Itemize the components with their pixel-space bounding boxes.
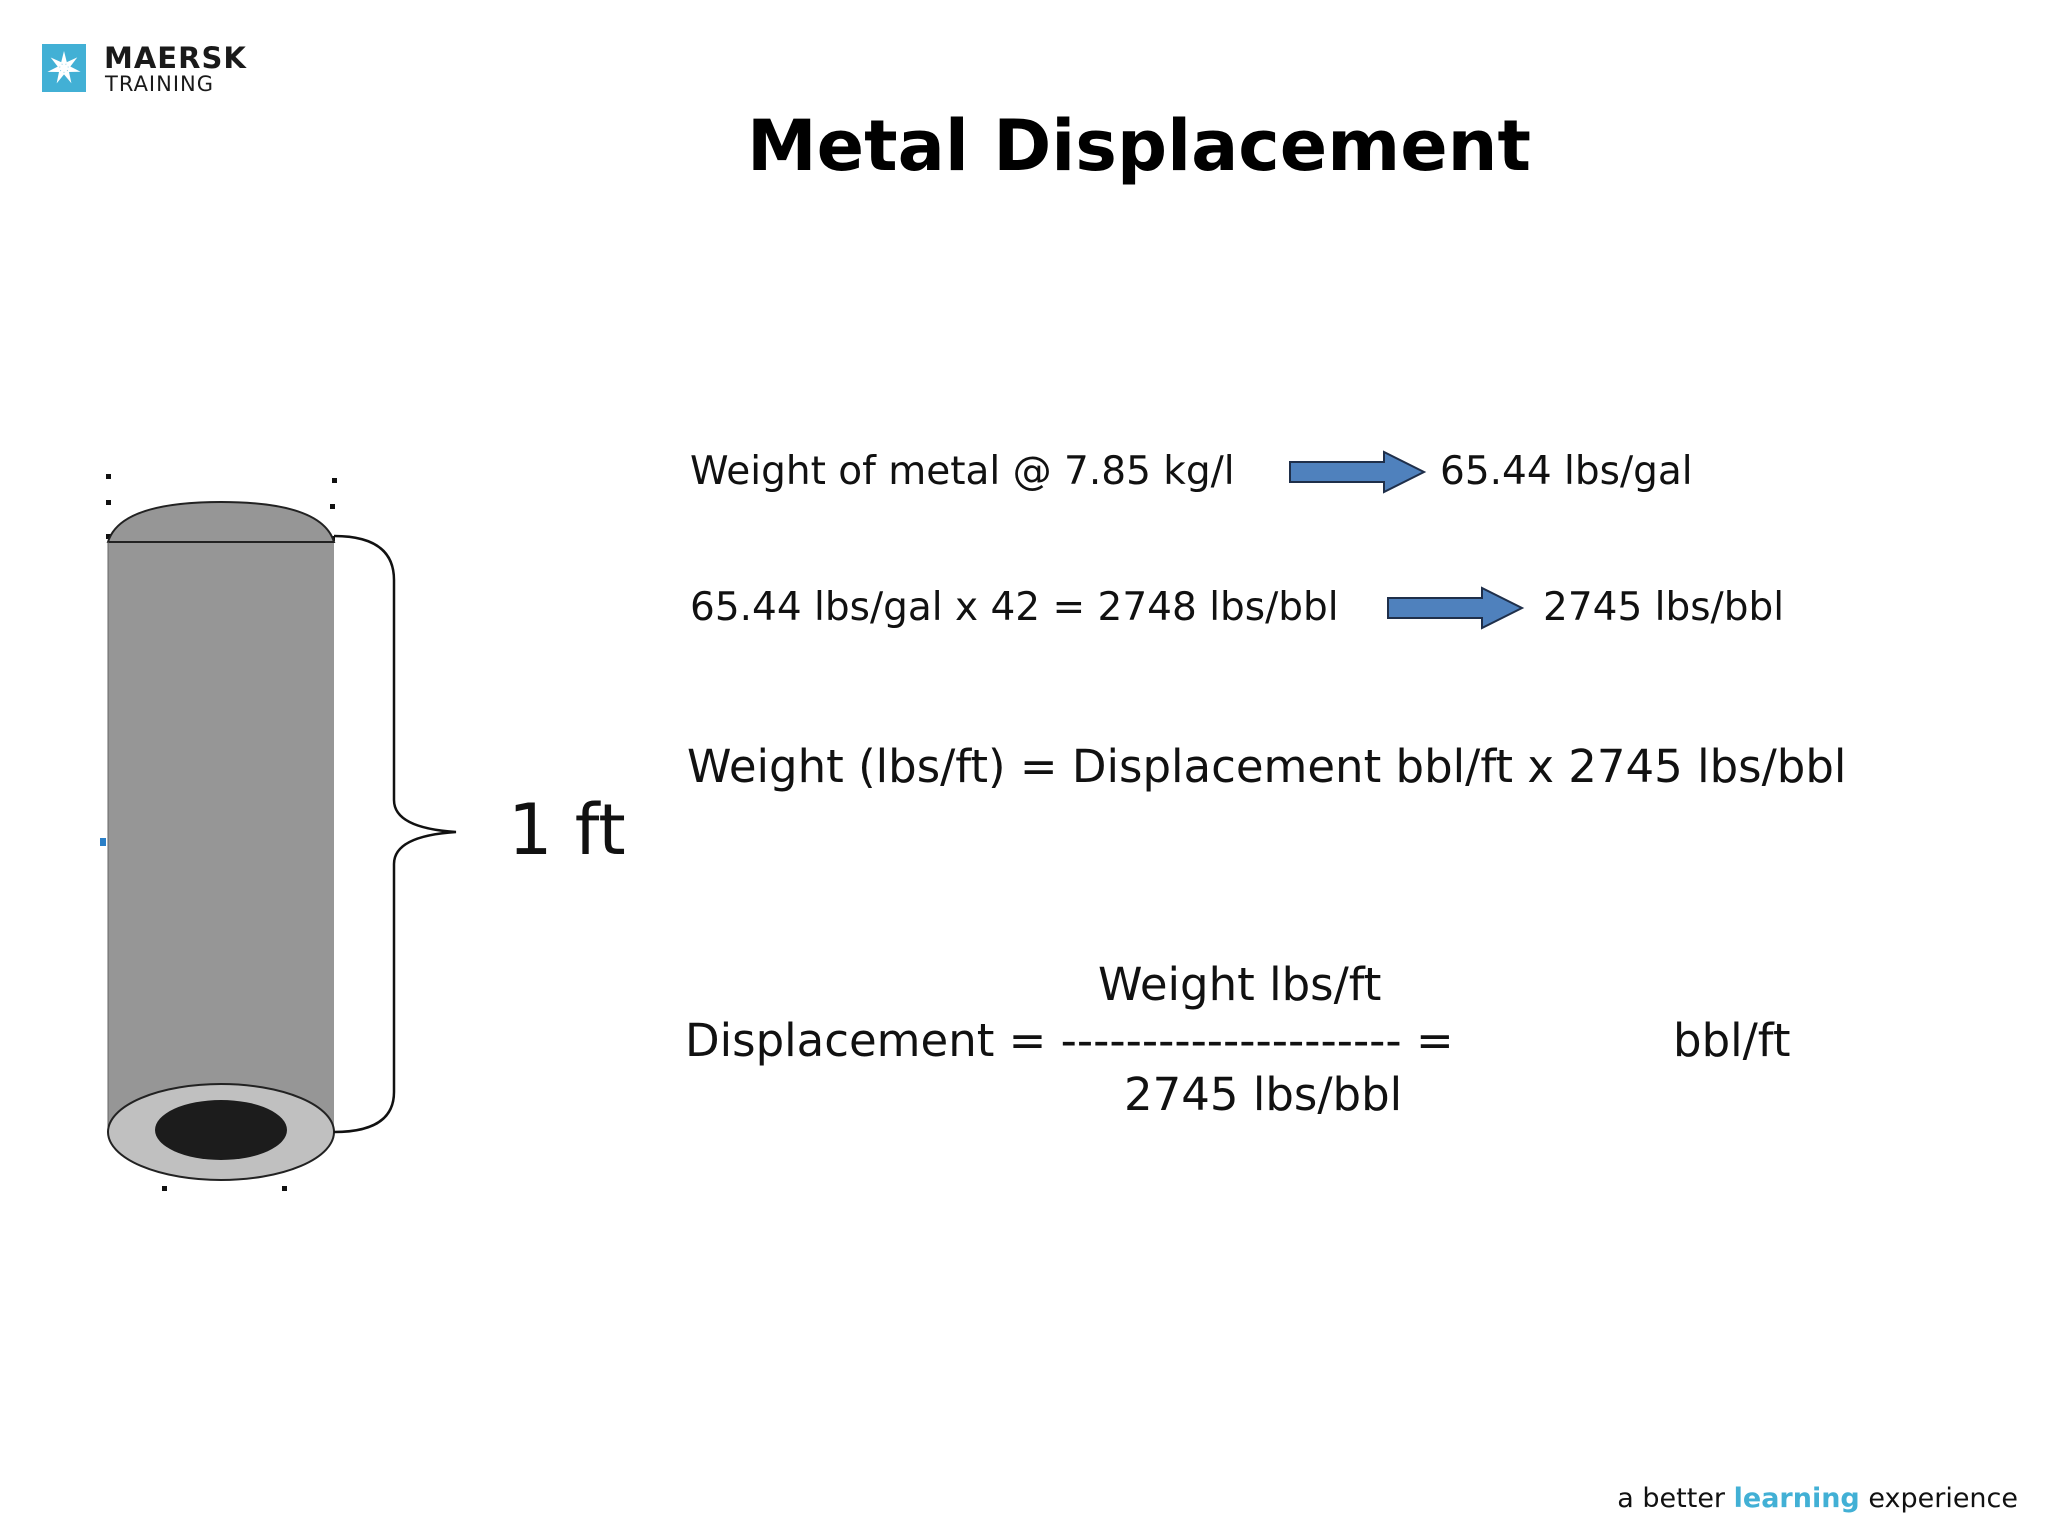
logo-brand-text: MAERSK <box>104 41 247 75</box>
slide-title: Metal Displacement <box>747 105 1531 187</box>
fraction-denominator: 2745 lbs/bbl <box>1124 1068 1403 1121</box>
footer-tagline: a better learning experience <box>1617 1482 2018 1516</box>
logo-sub-text: TRAINING <box>105 72 215 96</box>
tagline-highlight: learning <box>1733 1483 1860 1514</box>
right-arrow-icon <box>1386 586 1526 630</box>
star-icon <box>42 44 86 92</box>
conversion-text: 65.44 lbs/gal x 42 = 2748 lbs/bbl <box>690 585 1339 630</box>
height-label: 1 ft <box>508 789 626 871</box>
displacement-unit: bbl/ft <box>1673 1014 1791 1067</box>
weight-formula: Weight (lbs/ft) = Displacement bbl/ft x … <box>687 740 1847 793</box>
right-arrow-icon <box>1288 450 1428 494</box>
metal-density-result: 65.44 lbs/gal <box>1440 449 1693 494</box>
maersk-training-logo: MAERSK TRAINING <box>42 42 262 98</box>
conversion-result: 2745 lbs/bbl <box>1543 585 1785 630</box>
fraction-numerator: Weight lbs/ft <box>1098 958 1382 1011</box>
metal-weight-text: Weight of metal @ 7.85 kg/l <box>690 449 1235 494</box>
displacement-formula: Displacement = --------------------- = <box>685 1014 1454 1067</box>
tagline-post: experience <box>1859 1483 2018 1514</box>
tagline-pre: a better <box>1617 1483 1734 1514</box>
pipe-cylinder-icon <box>90 460 650 1200</box>
